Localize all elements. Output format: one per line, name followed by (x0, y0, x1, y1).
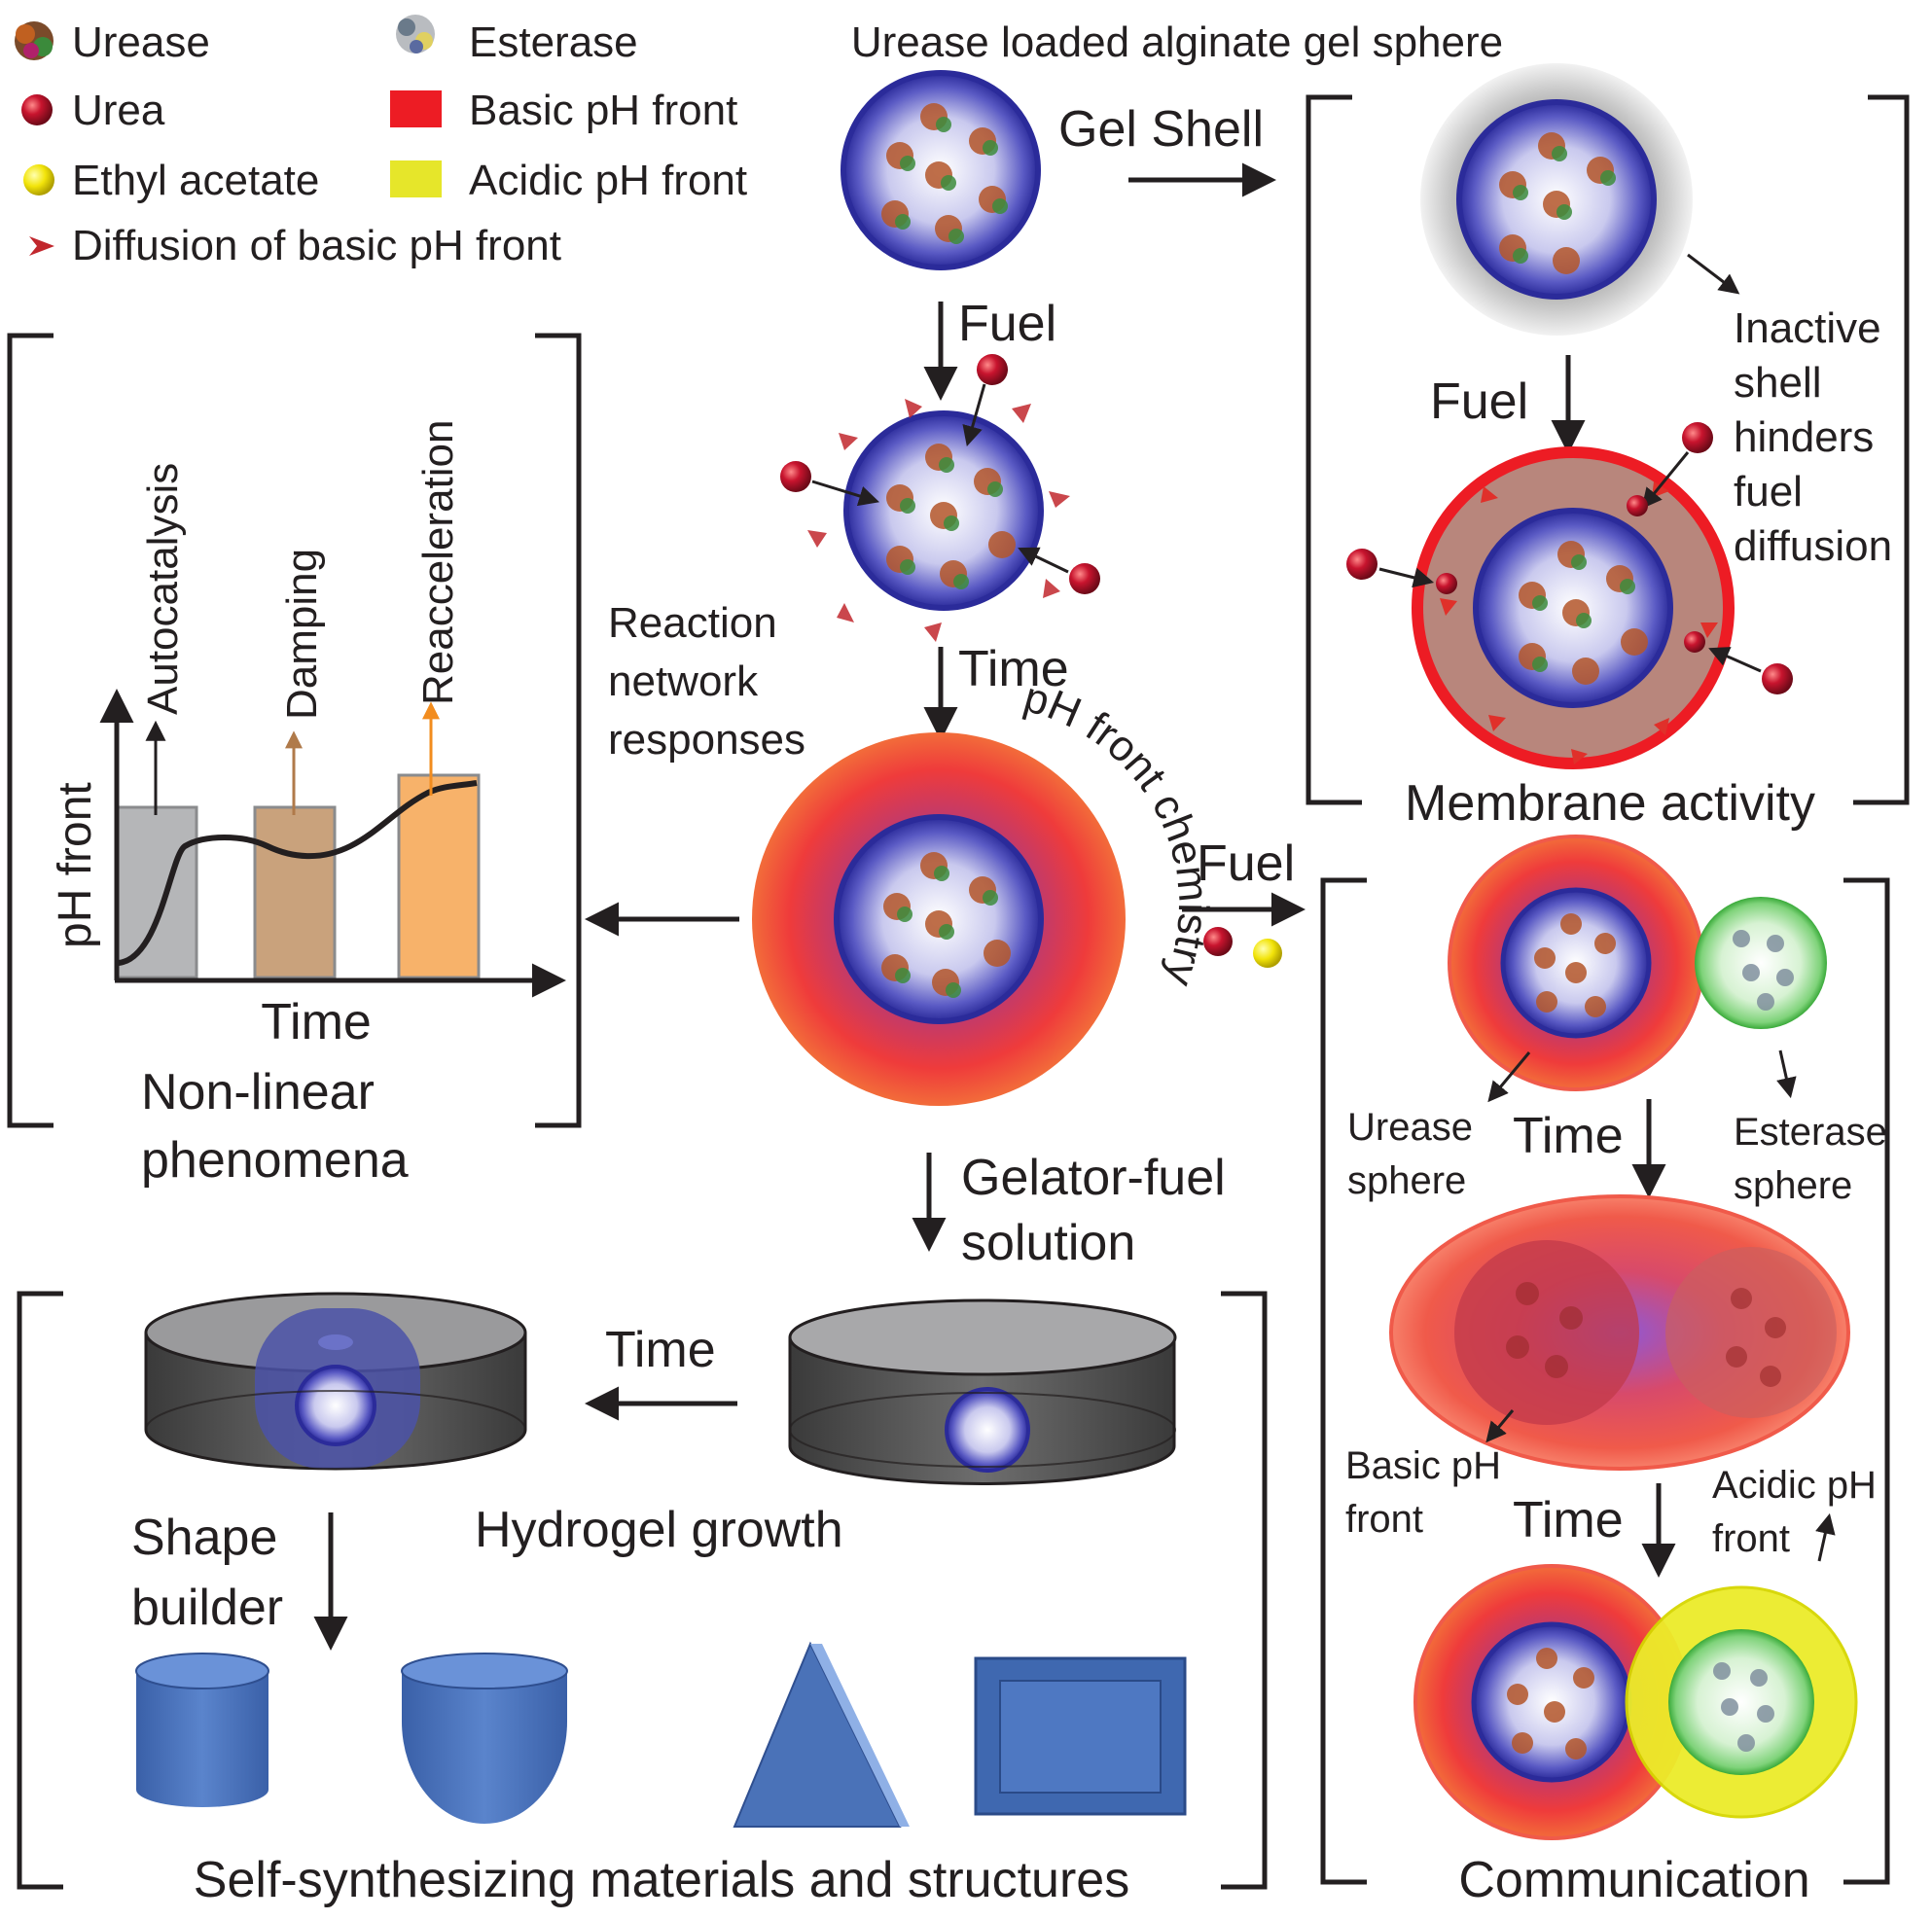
acidic-front-label-1: Acidic pH (1712, 1464, 1877, 1507)
esterase-sphere-label-1: Esterase (1734, 1111, 1887, 1154)
esterase-sphere-label-2: sphere (1734, 1164, 1852, 1207)
urease-sphere-label-2: sphere (1347, 1159, 1466, 1202)
gelator-label-1: Gelator-fuel (961, 1150, 1226, 1206)
bar-label-damping: Damping (278, 549, 326, 720)
fueled-gel-sphere (843, 410, 1044, 611)
membrane-activity-panel: Gel Shell Inactive shell hinders fuel di… (1058, 63, 1910, 832)
nonlinear-title-1: Non-linear (141, 1064, 375, 1120)
legend-esterase-label: Esterase (469, 18, 638, 66)
fuel-label-center: Fuel (958, 296, 1056, 352)
urease-sphere-stage3 (1413, 1564, 1690, 1840)
grown-hydrogel-dish (144, 1292, 527, 1471)
initial-hydrogel-dish (788, 1298, 1177, 1485)
urea-molecules-center (780, 354, 1100, 594)
ethyl-acetate-molecule-right (1253, 939, 1282, 968)
reaction-network-label-3: responses (608, 716, 805, 764)
urease-sphere-stage1 (1448, 835, 1704, 1091)
communication-time-label-2: Time (1513, 1492, 1624, 1548)
bar-label-autocatalysis: Autocatalysis (139, 463, 187, 715)
legend-urea-label: Urea (72, 87, 165, 134)
esterase-icon (396, 15, 435, 53)
alginate-gel-sphere (841, 70, 1041, 270)
nonlinear-bracket-right (535, 333, 582, 1128)
basic-front-swatch (390, 90, 442, 127)
legend: Urease Esterase Urea Basic pH front Ethy… (15, 15, 747, 269)
urease-sphere-pointer (1487, 1051, 1531, 1103)
damping-bar (253, 805, 337, 979)
legend-ethyl-acetate-label: Ethyl acetate (72, 157, 319, 204)
inactive-note-5: diffusion (1734, 522, 1892, 570)
shape-builder-label-1: Shape (131, 1510, 277, 1566)
ph-front-sphere (752, 732, 1126, 1106)
materials-panel: Time Hydrogel growth Shape builder (17, 1291, 1268, 1908)
reacceleration-bar (397, 773, 481, 979)
urease-icon (15, 21, 54, 60)
diffusion-arrowhead-icon (29, 236, 54, 256)
membrane-fuel-label: Fuel (1430, 373, 1528, 430)
cylinder-shape (135, 1653, 269, 1807)
basic-front-label-2: front (1345, 1498, 1423, 1541)
merged-front-ellipse (1389, 1194, 1850, 1471)
legend-urease-label: Urease (72, 18, 210, 66)
urea-molecule-right (1203, 927, 1233, 956)
communication-panel: Urease sphere Esterase sphere Time Basic… (1320, 835, 1890, 1908)
time-label-center: Time (958, 641, 1069, 697)
inactive-note-3: hinders (1734, 413, 1874, 461)
urea-icon (21, 94, 53, 125)
membrane-bracket-right (1853, 94, 1910, 805)
fuel-label-right: Fuel (1197, 836, 1295, 892)
ethyl-acetate-icon (23, 164, 54, 196)
shape-builder-label-2: builder (131, 1580, 283, 1636)
ph-front-curve (118, 780, 478, 966)
basic-front-label-1: Basic pH (1345, 1444, 1501, 1487)
x-axis-label: Time (261, 994, 372, 1050)
inactive-note-1: Inactive (1734, 304, 1881, 352)
triangle-shape (733, 1641, 910, 1828)
materials-time-label: Time (605, 1322, 716, 1378)
membrane-bracket-left (1306, 94, 1362, 805)
communication-title: Communication (1458, 1852, 1809, 1908)
legend-acidic-front-label: Acidic pH front (469, 157, 747, 204)
urea-molecules-membrane (1346, 422, 1793, 694)
alginate-sphere-label: Urease loaded alginate gel sphere (851, 18, 1503, 66)
active-membrane-sphere (1412, 446, 1735, 769)
urease-sphere-label-1: Urease (1347, 1106, 1473, 1149)
materials-bracket-right (1221, 1291, 1268, 1890)
inactive-note-4: fuel (1734, 468, 1803, 516)
diffusion-arrowheads (807, 399, 1070, 642)
acidic-front-pointer (1815, 1512, 1836, 1562)
bar-label-reacceleration: Reacceleration (414, 420, 462, 706)
communication-bracket-right (1843, 877, 1890, 1885)
nonlinear-title-2: phenomena (141, 1132, 409, 1189)
reaction-network-label-1: Reaction (608, 599, 777, 647)
y-axis-label: pH front (50, 782, 101, 948)
gelator-label-2: solution (961, 1215, 1135, 1271)
gel-shell-label: Gel Shell (1058, 101, 1264, 158)
reaction-network-label-2: network (608, 658, 759, 705)
membrane-activity-title: Membrane activity (1405, 775, 1815, 832)
esterase-sphere-stage3 (1625, 1585, 1858, 1819)
materials-bracket-left (17, 1291, 63, 1890)
rectangle-shape (974, 1656, 1187, 1816)
center-flow: Urease loaded alginate gel sphere Fuel (585, 18, 1503, 1271)
materials-title: Self-synthesizing materials and structur… (194, 1852, 1129, 1908)
legend-diffusion-label: Diffusion of basic pH front (72, 222, 561, 269)
bowl-shape (401, 1653, 568, 1824)
inactive-note-2: shell (1734, 359, 1822, 407)
communication-time-label-1: Time (1513, 1108, 1624, 1164)
hydrogel-growth-label: Hydrogel growth (475, 1502, 843, 1558)
acidic-front-swatch (390, 160, 442, 197)
basic-front-pointer (1485, 1409, 1515, 1443)
nonlinear-panel: Autocatalysis Damping Reacceleration pH … (7, 333, 582, 1189)
communication-bracket-left (1320, 877, 1367, 1885)
autocatalysis-bar (115, 805, 198, 979)
gel-shell-sphere (1420, 63, 1693, 336)
esterase-sphere-pointer (1776, 1049, 1797, 1099)
inactive-shell-pointer (1687, 253, 1740, 295)
nonlinear-bracket-left (7, 333, 54, 1128)
esterase-sphere-stage1 (1695, 897, 1827, 1029)
legend-basic-front-label: Basic pH front (469, 87, 737, 134)
acidic-front-label-2: front (1712, 1517, 1790, 1560)
